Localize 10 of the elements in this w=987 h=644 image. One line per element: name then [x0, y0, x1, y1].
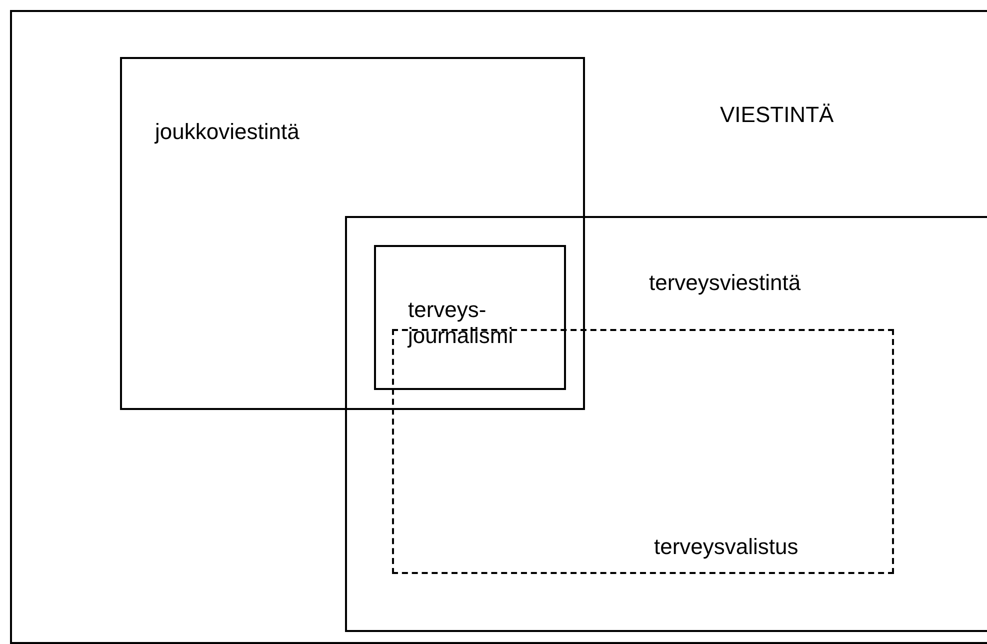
- region-label: terveysviestintä: [649, 270, 801, 296]
- region-label: terveys- journalismi: [408, 297, 514, 349]
- region-box: [392, 329, 894, 574]
- region-box: [374, 245, 566, 390]
- region-label: VIESTINTÄ: [720, 102, 834, 128]
- region-box: [345, 216, 987, 632]
- region-box: [120, 57, 585, 410]
- region-label: joukkoviestintä: [155, 119, 300, 145]
- region-label: terveysvalistus: [654, 534, 798, 560]
- region-box: [10, 10, 987, 644]
